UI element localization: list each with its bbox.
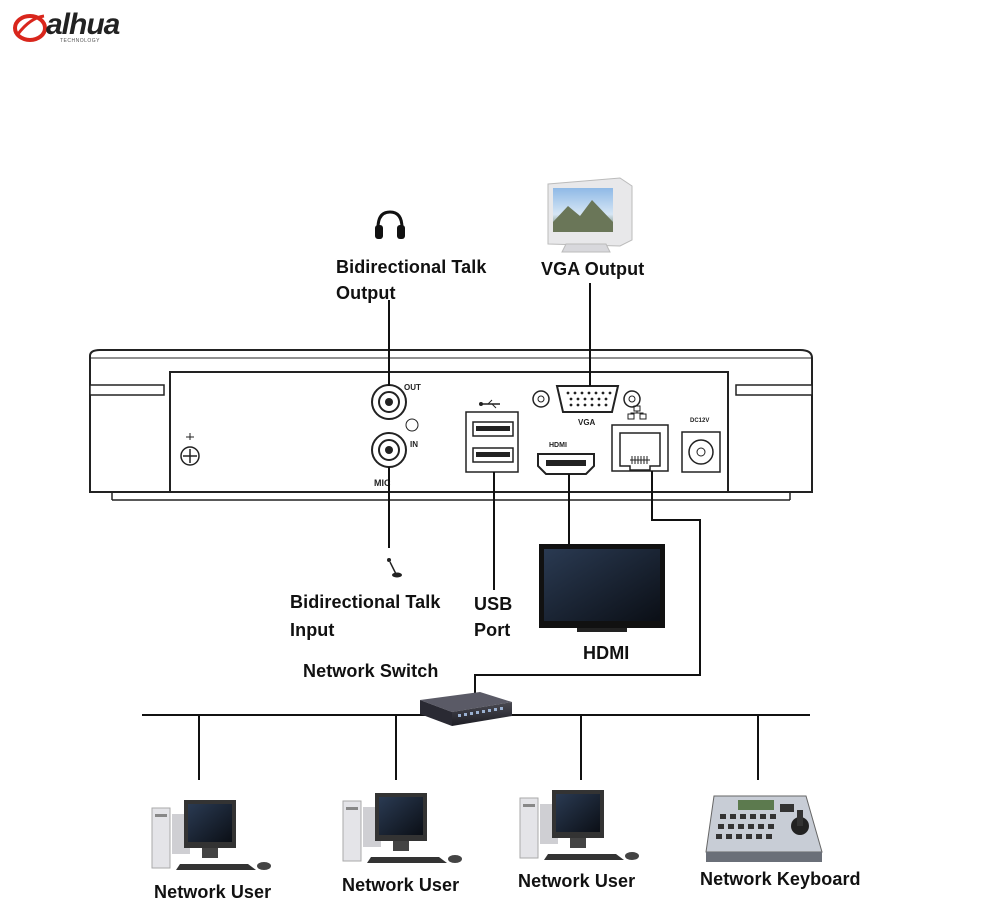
desktop-computer-icon	[152, 800, 271, 870]
out-mark: OUT	[404, 383, 421, 392]
talk-input-label: Bidirectional Talk Input	[290, 589, 441, 643]
desktop-computer-icon	[520, 790, 639, 860]
hdmi-mark: HDMI	[549, 442, 567, 449]
usb-port-line-2: Port	[474, 617, 512, 643]
usb-port-label: USB Port	[474, 591, 512, 643]
ptz-keyboard-icon	[706, 796, 822, 862]
hdmi-port	[538, 454, 594, 474]
hdmi-label: HDMI	[583, 640, 629, 666]
power-jack	[682, 432, 720, 472]
crt-monitor-icon	[548, 178, 632, 252]
power-mark: DC12V	[690, 418, 709, 424]
mic-in-jack	[372, 433, 406, 467]
lcd-tv-icon	[539, 544, 665, 632]
network-keyboard-label: Network Keyboard	[700, 866, 861, 892]
usb-port-line-1: USB	[474, 591, 512, 617]
network-switch-icon	[420, 692, 512, 726]
usb-ports	[466, 412, 518, 472]
in-mark: IN	[410, 440, 418, 449]
headphone-icon	[375, 212, 405, 239]
network-user-label-1: Network User	[154, 879, 271, 905]
network-switch-label: Network Switch	[303, 658, 438, 684]
talk-input-line-2: Input	[290, 617, 441, 643]
microphone-icon	[387, 558, 402, 578]
network-user-label-3: Network User	[518, 868, 635, 894]
desktop-computer-icon	[343, 793, 462, 863]
network-user-label-2: Network User	[342, 872, 459, 898]
vga-mark: VGA	[578, 418, 596, 427]
talk-output-label: Bidirectional Talk Output	[336, 254, 487, 306]
audio-out-jack	[372, 385, 406, 419]
nvr-rear-panel: OUT IN MIC VGA HDMI DC12V	[90, 350, 812, 500]
vga-output-label: VGA Output	[541, 256, 644, 282]
talk-output-line-1: Bidirectional Talk	[336, 254, 487, 280]
talk-input-line-1: Bidirectional Talk	[290, 589, 441, 615]
talk-output-line-2: Output	[336, 280, 487, 306]
lan-port	[612, 425, 668, 471]
